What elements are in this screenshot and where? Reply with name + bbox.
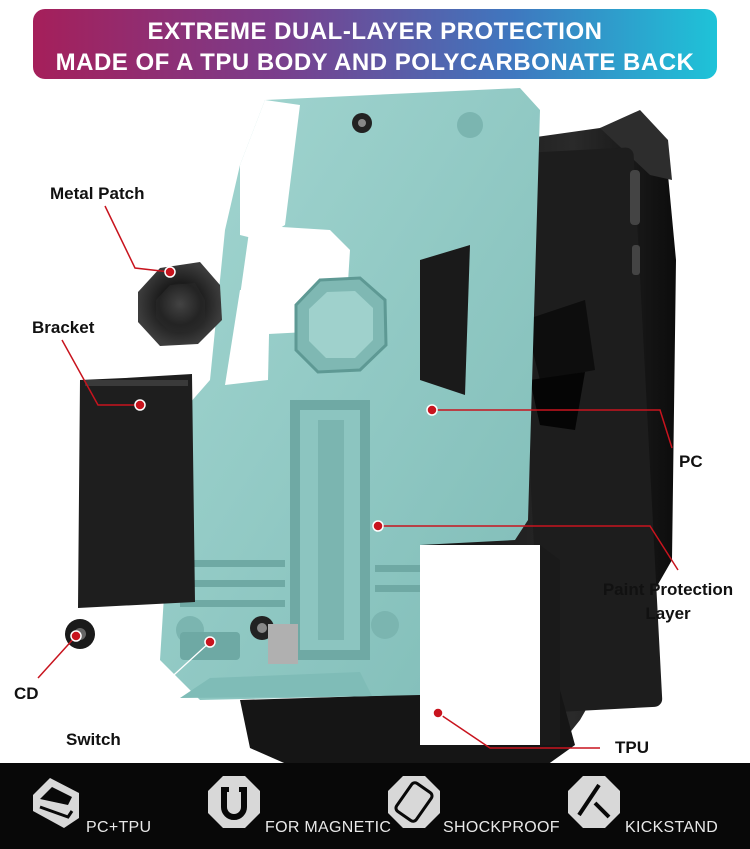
feature-kickstand: KICKSTAND — [565, 763, 735, 849]
feature-shockproof: SHOCKPROOF — [385, 763, 565, 849]
pc-label: PC — [679, 452, 703, 471]
pc-shell — [160, 88, 540, 700]
bracket-part — [78, 374, 195, 608]
paint-protection-label-line2: Layer — [645, 604, 691, 623]
magnetic-u-icon — [205, 773, 263, 831]
cd-label: CD — [14, 684, 39, 703]
pc-tpu-layers-icon — [28, 773, 86, 831]
feature-magnetic-label: FOR MAGNETIC — [265, 819, 392, 836]
feature-pc-tpu: PC+TPU — [28, 763, 178, 849]
kickstand-icon — [565, 773, 623, 831]
shockproof-icon — [385, 773, 443, 831]
header-banner: EXTREME DUAL-LAYER PROTECTION MADE OF A … — [33, 9, 717, 79]
banner-headline: EXTREME DUAL-LAYER PROTECTION — [147, 18, 603, 45]
feature-pc-tpu-label: PC+TPU — [86, 819, 152, 836]
banner-subheadline: MADE OF A TPU BODY AND POLYCARBONATE BAC… — [55, 49, 695, 76]
feature-magnetic: FOR MAGNETIC — [205, 763, 395, 849]
tpu-case — [240, 110, 676, 770]
switch-label: Switch — [66, 730, 121, 749]
callout-dots — [70, 266, 444, 719]
feature-kickstand-label: KICKSTAND — [625, 819, 719, 836]
metal-patch-part — [138, 262, 222, 346]
metal-patch-label: Metal Patch — [50, 184, 145, 203]
bracket-label: Bracket — [32, 318, 95, 337]
tpu-label: TPU — [615, 738, 649, 757]
paint-protection-label-line1: Paint Protection — [602, 580, 734, 599]
callout-lines — [37, 205, 679, 749]
feature-bar: PC+TPU FOR MAGNETIC SHOCKPROOF — [0, 763, 750, 849]
paint-protection-label: Paint Protection Layer — [598, 580, 738, 624]
feature-shockproof-label: SHOCKPROOF — [443, 819, 560, 836]
